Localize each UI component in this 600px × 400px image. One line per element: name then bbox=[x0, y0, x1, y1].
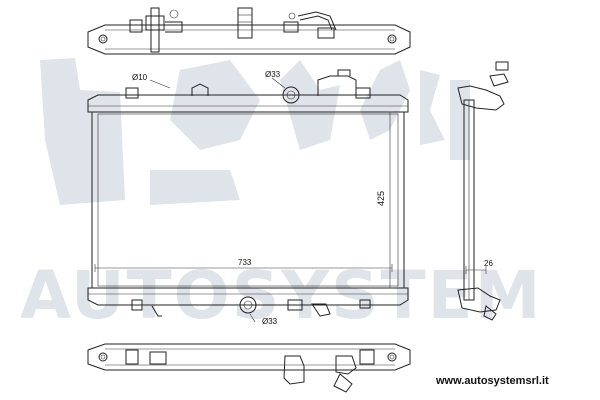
filler-diameter-label: Ø33 bbox=[265, 70, 281, 79]
front-view bbox=[87, 69, 409, 323]
bottom-tank-view bbox=[87, 343, 411, 393]
watermark-logo: AUTOSYSTEM bbox=[20, 58, 542, 334]
side-view bbox=[457, 61, 509, 321]
tube-diameter-label: Ø10 bbox=[132, 73, 148, 82]
height-label: 425 bbox=[376, 191, 386, 206]
website-url: www.autosystemsrl.it bbox=[435, 375, 549, 387]
thickness-label: 26 bbox=[484, 259, 493, 268]
watermark-text: AUTOSYSTEM bbox=[20, 257, 542, 334]
top-tank-view bbox=[87, 7, 411, 55]
width-label: 733 bbox=[238, 258, 252, 267]
outlet-diameter-label: Ø33 bbox=[262, 317, 278, 326]
